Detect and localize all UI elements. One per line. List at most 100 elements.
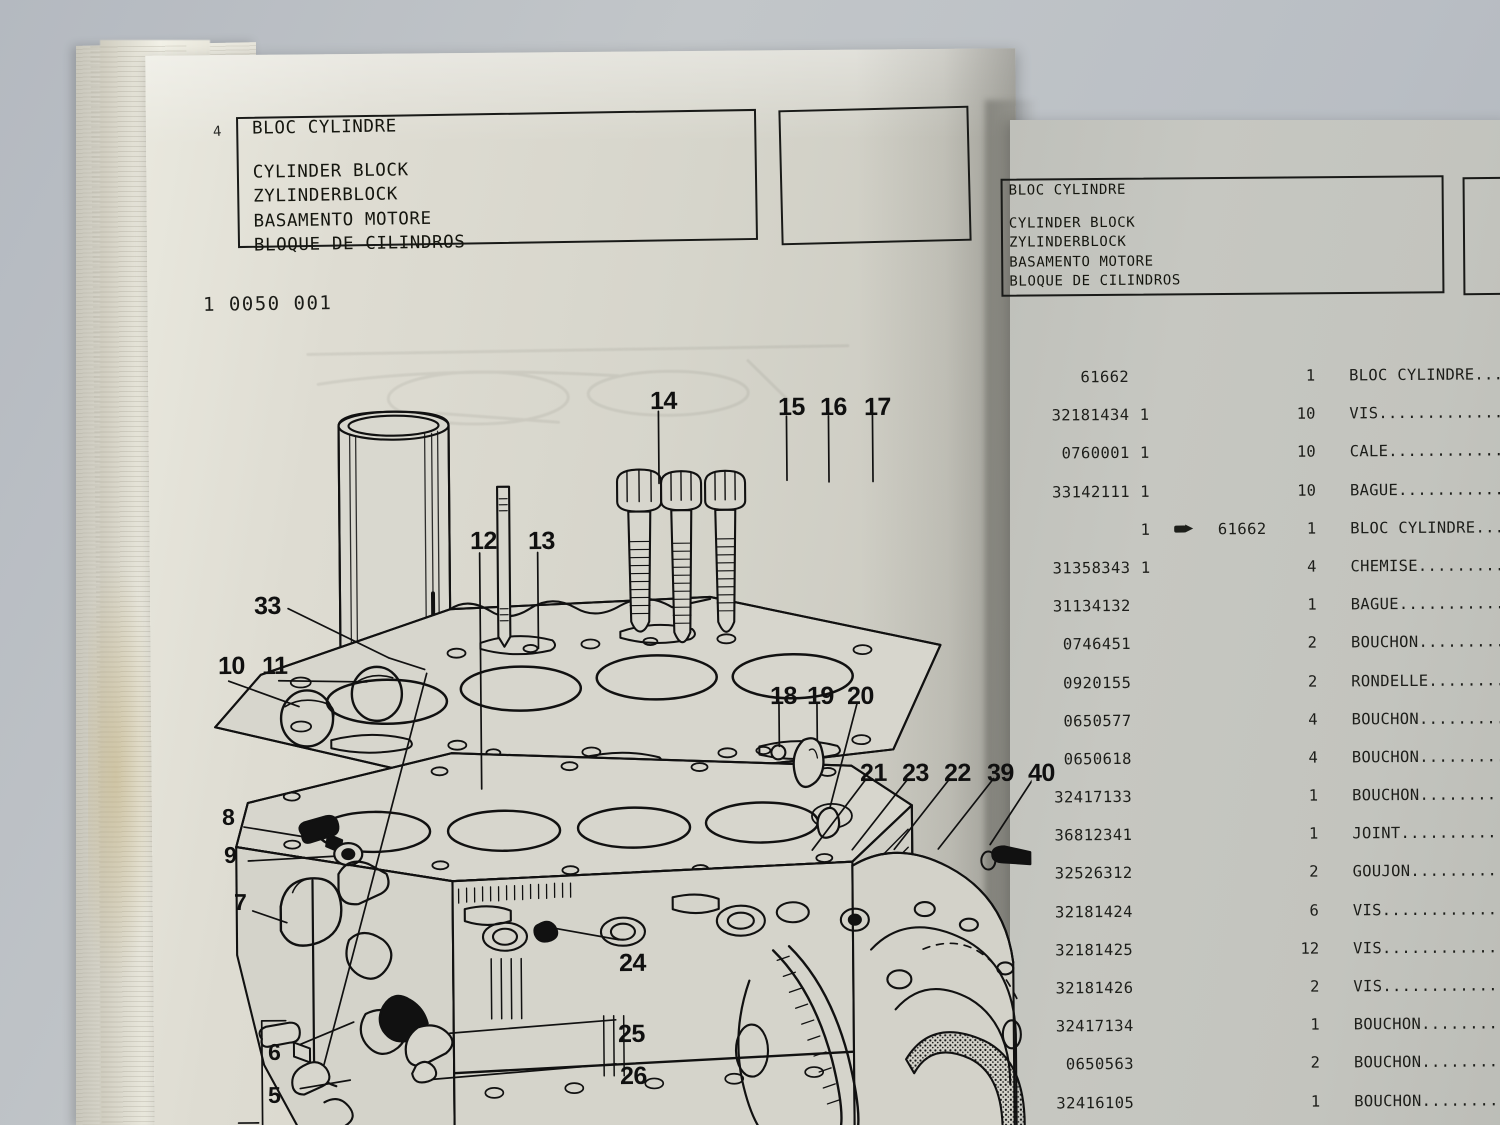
callout-25: 25 bbox=[617, 1019, 645, 1049]
reference-cell bbox=[1207, 749, 1281, 750]
reference-cell bbox=[1206, 711, 1280, 712]
reference-cell bbox=[1205, 481, 1279, 482]
quantity-cell: 10 bbox=[1297, 481, 1316, 500]
quantity-cell: 1 bbox=[1310, 1092, 1321, 1111]
description-cell: GOUJON.......... bbox=[1352, 861, 1500, 881]
description-cell: BOUCHON......... bbox=[1353, 1052, 1500, 1072]
page-aging-stain bbox=[88, 560, 158, 990]
quantity-cell: 10 bbox=[1296, 404, 1316, 423]
callout-39: 39 bbox=[986, 758, 1014, 788]
reference-cell bbox=[1208, 863, 1282, 864]
description-cell: JOINT........... bbox=[1352, 823, 1500, 843]
callout-22: 22 bbox=[943, 758, 971, 788]
callout-18: 18 bbox=[769, 681, 797, 711]
reference-cell: 61662 bbox=[1217, 519, 1267, 539]
callout-8: 8 bbox=[221, 803, 235, 831]
reference-cell bbox=[1209, 1016, 1283, 1017]
callout-1: 1 bbox=[240, 1120, 253, 1125]
reference-cell bbox=[1206, 596, 1280, 597]
quantity-cell: 12 bbox=[1300, 939, 1320, 958]
callout-19: 19 bbox=[806, 681, 834, 711]
callout-24: 24 bbox=[618, 948, 646, 978]
description-cell: BOUCHON......... bbox=[1353, 1014, 1500, 1034]
arrow-icon bbox=[1170, 520, 1198, 538]
variant-cell: 1 bbox=[1140, 520, 1150, 539]
variant-cell: 1 bbox=[1140, 482, 1150, 501]
callout-11: 11 bbox=[261, 651, 288, 681]
description-cell: RONDELLE........ bbox=[1351, 670, 1500, 690]
quantity-cell: 1 bbox=[1307, 595, 1317, 614]
variant-cell: 1 bbox=[1139, 444, 1150, 463]
quantity-cell: 2 bbox=[1310, 1053, 1320, 1073]
right-title-es: BLOQUE DE CILINDROS bbox=[1009, 272, 1181, 291]
right-page bbox=[1010, 120, 1500, 1125]
description-cell: VIS............. bbox=[1353, 976, 1500, 996]
right-title-en: CYLINDER BLOCK bbox=[1008, 214, 1136, 232]
quantity-cell: 4 bbox=[1308, 710, 1318, 729]
exploded-parts-diagram bbox=[145, 48, 1035, 1125]
description-cell: BLOC CYLINDRE... bbox=[1349, 365, 1500, 385]
description-cell: BOUCHON......... bbox=[1351, 747, 1500, 767]
callout-21: 21 bbox=[859, 758, 887, 788]
callout-10: 10 bbox=[217, 651, 245, 681]
callout-40: 40 bbox=[1027, 758, 1055, 788]
reference-cell bbox=[1206, 634, 1280, 635]
right-title-it: BASAMENTO MOTORE bbox=[1009, 253, 1154, 271]
reference-cell bbox=[1209, 1054, 1283, 1055]
description-cell: BOUCHON......... bbox=[1350, 632, 1500, 652]
description-cell: CHEMISE......... bbox=[1350, 556, 1500, 576]
quantity-cell: 1 bbox=[1305, 366, 1316, 385]
description-cell: CALE............ bbox=[1349, 441, 1500, 461]
callout-7: 7 bbox=[233, 888, 247, 916]
callout-5: 5 bbox=[267, 1081, 281, 1109]
quantity-cell: 2 bbox=[1307, 633, 1318, 652]
callout-15: 15 bbox=[777, 392, 805, 422]
callout-26: 26 bbox=[619, 1061, 647, 1091]
quantity-cell: 10 bbox=[1296, 442, 1316, 462]
reference-cell bbox=[1208, 901, 1282, 902]
quantity-cell: 1 bbox=[1308, 786, 1319, 805]
callout-23: 23 bbox=[901, 758, 929, 788]
reference-cell bbox=[1209, 1092, 1283, 1093]
reference-cell bbox=[1204, 367, 1278, 368]
callout-14: 14 bbox=[649, 386, 677, 416]
quantity-cell: 2 bbox=[1309, 977, 1320, 996]
description-cell: BOUCHON......... bbox=[1354, 1090, 1500, 1110]
description-cell: VIS............. bbox=[1353, 938, 1500, 958]
reference-cell bbox=[1208, 940, 1282, 941]
quantity-cell: 1 bbox=[1308, 824, 1319, 843]
reference-cell bbox=[1205, 558, 1279, 559]
quantity-cell: 2 bbox=[1309, 863, 1319, 882]
callout-17: 17 bbox=[863, 392, 891, 422]
arrow-icon bbox=[1174, 524, 1194, 533]
callout-13: 13 bbox=[527, 526, 555, 556]
description-cell: VIS............. bbox=[1349, 403, 1500, 423]
reference-cell bbox=[1207, 825, 1281, 826]
description-cell: BAGUE........... bbox=[1350, 594, 1500, 614]
variant-cell: 1 bbox=[1140, 558, 1151, 577]
variant-cell: 1 bbox=[1139, 405, 1150, 425]
reference-cell bbox=[1208, 978, 1282, 979]
callout-33: 33 bbox=[253, 591, 281, 621]
quantity-cell: 1 bbox=[1306, 519, 1317, 538]
reference-cell bbox=[1204, 405, 1278, 406]
